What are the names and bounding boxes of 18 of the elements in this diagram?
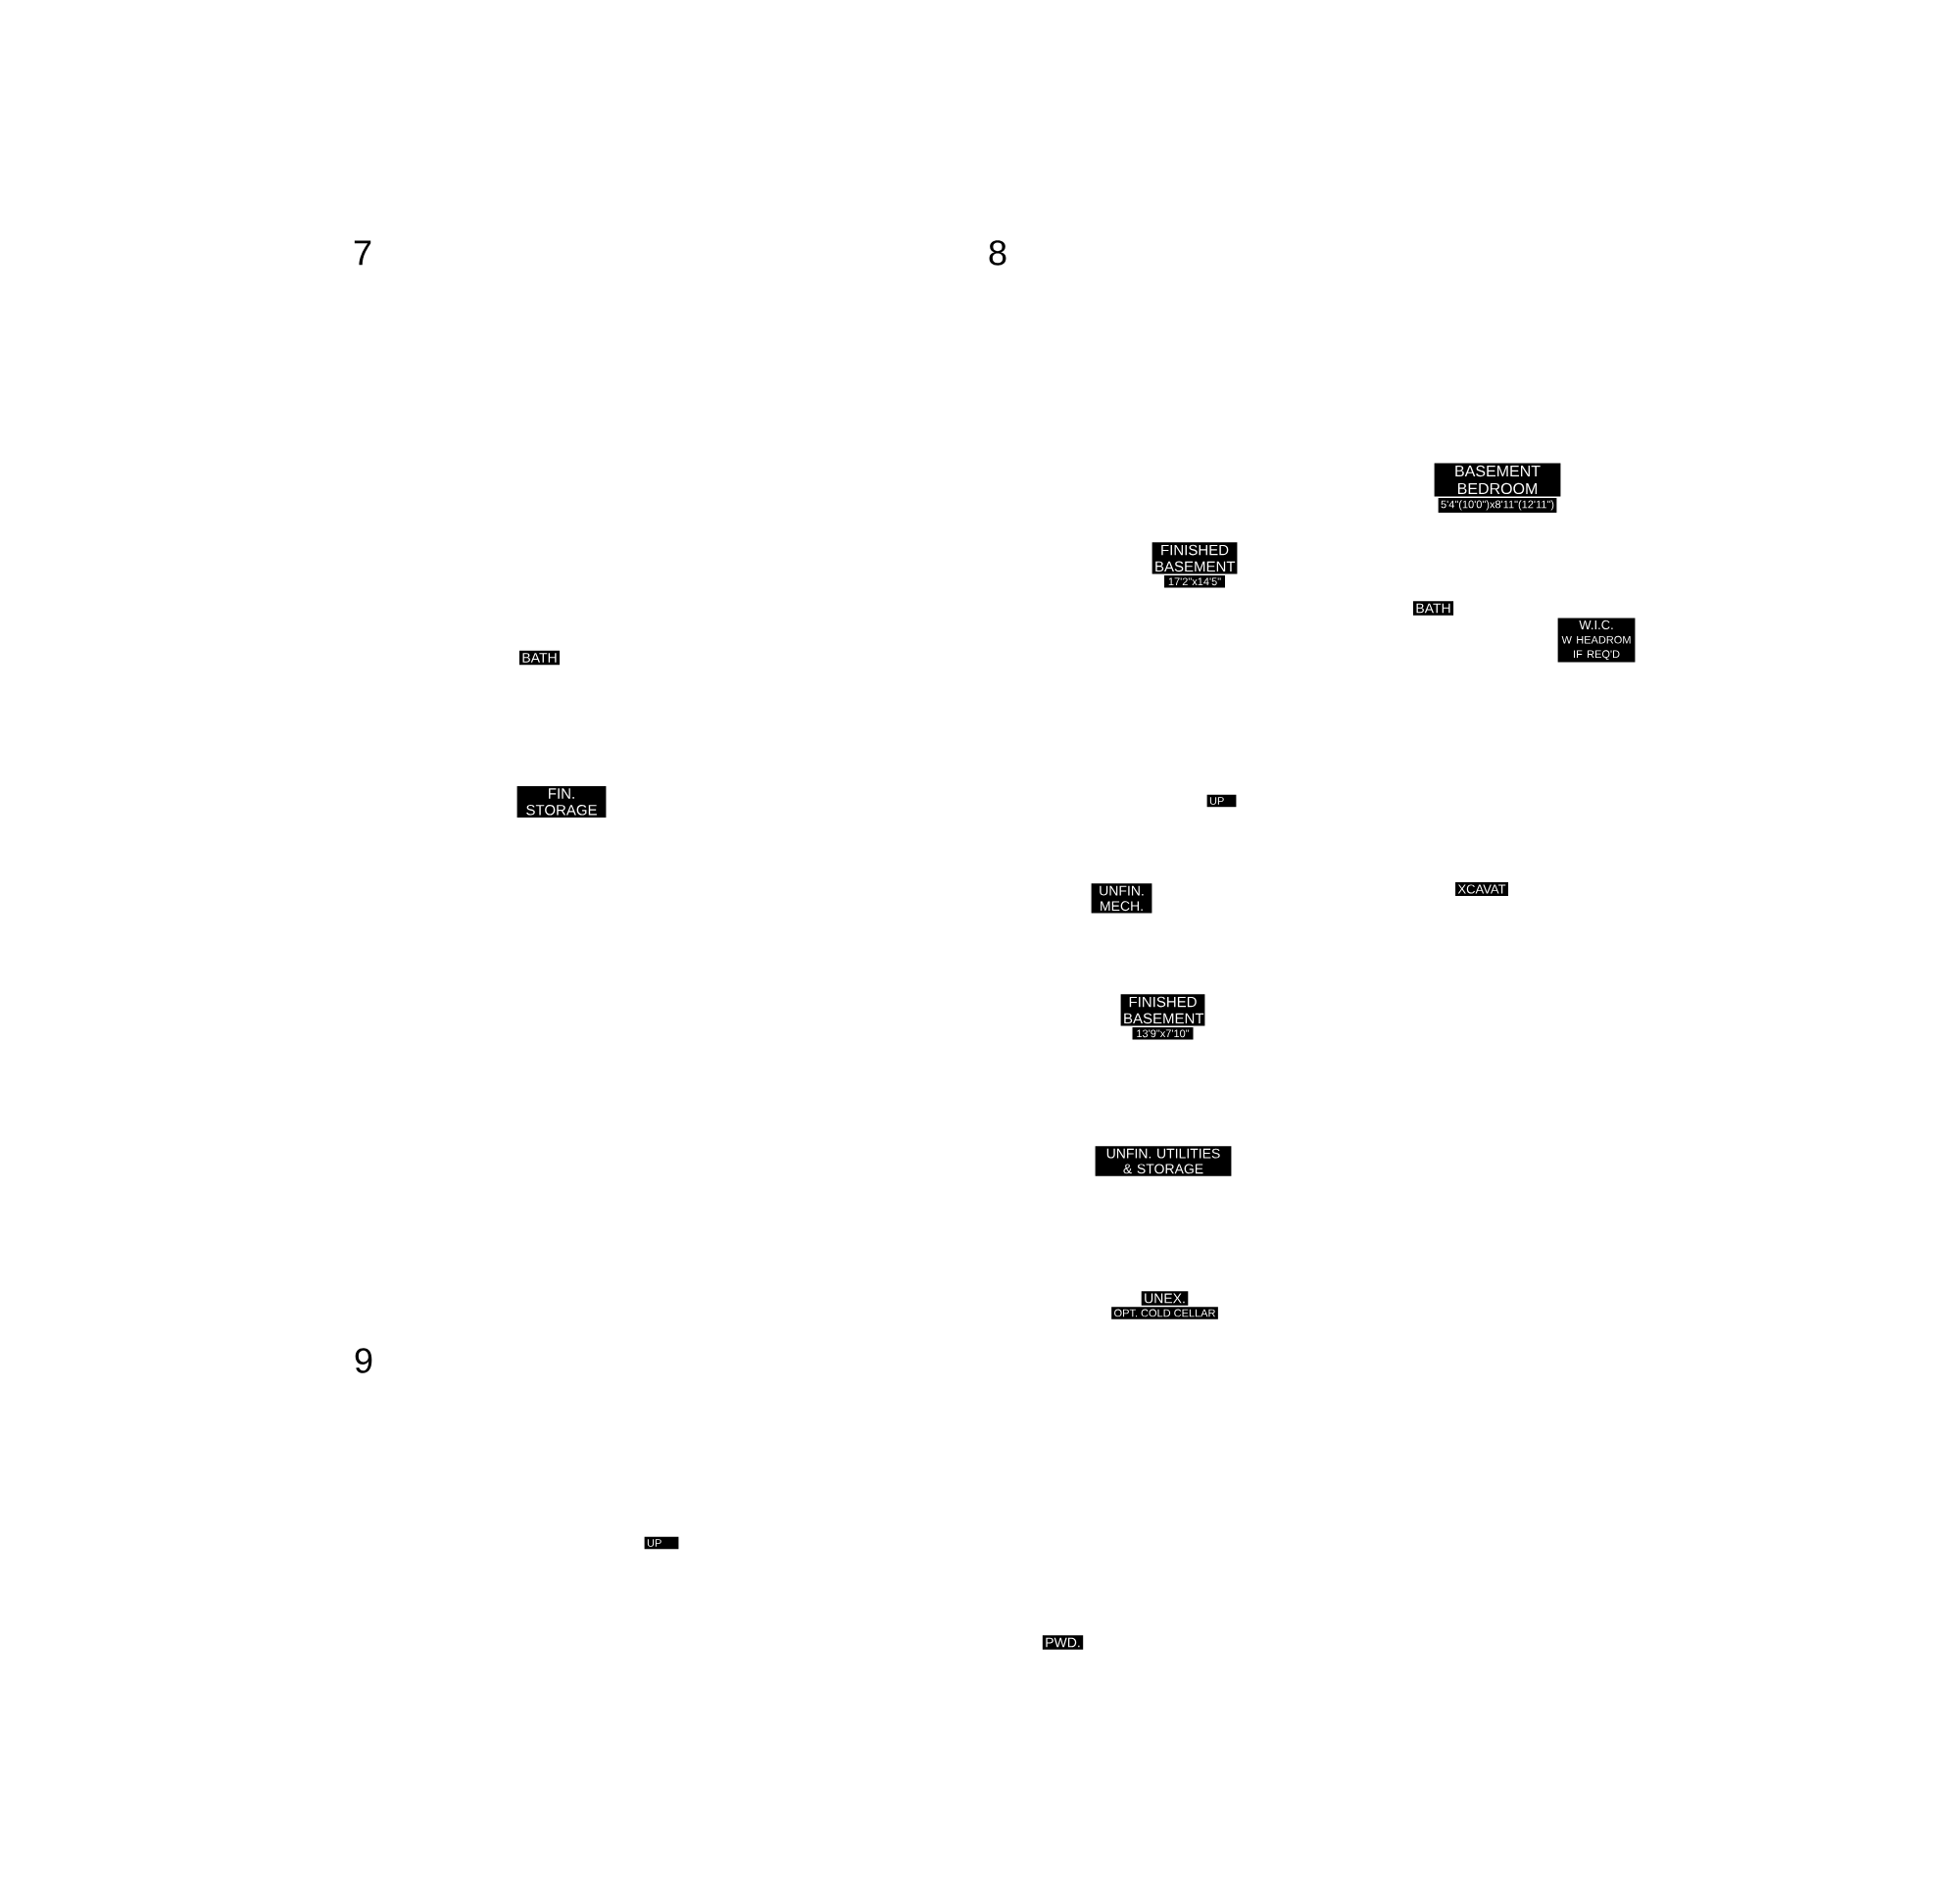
room-label: UP (644, 1536, 679, 1550)
room-label: FIN. STORAGE (516, 785, 607, 818)
panel-number: 8 (989, 240, 1006, 266)
room-label: BATH (1412, 601, 1454, 616)
room-label: BATH (518, 650, 561, 666)
room-label: PWD. (1042, 1635, 1084, 1650)
room-label: UNEX. (1141, 1291, 1189, 1306)
panel-number: 9 (355, 1348, 372, 1373)
room-label: XCAVAT (1455, 882, 1508, 896)
room-label: 13'9"x7'10" (1132, 1027, 1194, 1040)
room-label: UNFIN. UTILITIES & STORAGE (1095, 1146, 1232, 1176)
room-label: 5'4"(10'0")x8'11"(12'11") (1438, 497, 1557, 513)
room-label: UNFIN. MECH. (1091, 883, 1152, 914)
room-label: OPT. COLD CELLAR (1111, 1307, 1218, 1319)
room-label: UP (1206, 794, 1237, 808)
room-label: W.I.C. W HEADROM IF REQ'D (1557, 618, 1636, 663)
room-label: 17'2"x14'5" (1164, 575, 1225, 588)
panel-number: 7 (354, 240, 371, 266)
